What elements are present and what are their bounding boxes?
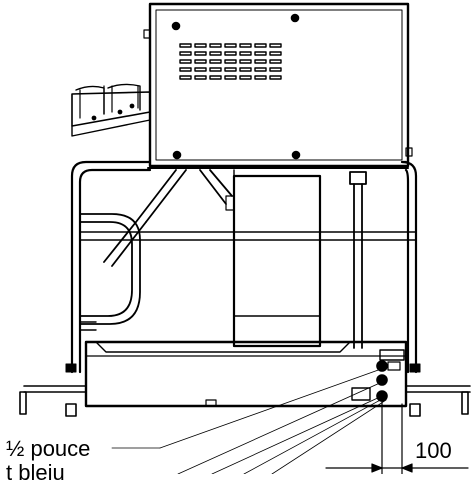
main-cabinet [147, 2, 410, 169]
cross-braces [79, 169, 235, 325]
vent-louvers [179, 43, 282, 80]
drain-pipe [349, 171, 367, 349]
trolley-frame [70, 160, 418, 374]
cabinet-side-fittings [143, 29, 413, 157]
dimension-label: 100 [415, 438, 452, 463]
equipment-drawing [19, 2, 471, 474]
feet [19, 363, 471, 417]
dimension-lines [325, 401, 469, 474]
bottle-holder [71, 83, 151, 137]
tuyau-label: t bleiu [6, 460, 65, 485]
screw-icon [291, 150, 301, 160]
screw-icon [290, 13, 300, 23]
central-column [232, 169, 322, 348]
screw-icon [172, 150, 182, 160]
connection-ports [376, 360, 401, 402]
half-inch-label: ½ pouce [6, 436, 91, 461]
base-tray [84, 340, 408, 408]
screw-icon [171, 21, 181, 31]
port-icon [376, 374, 388, 386]
callout-leaders [111, 367, 387, 474]
port-icon [376, 360, 388, 372]
